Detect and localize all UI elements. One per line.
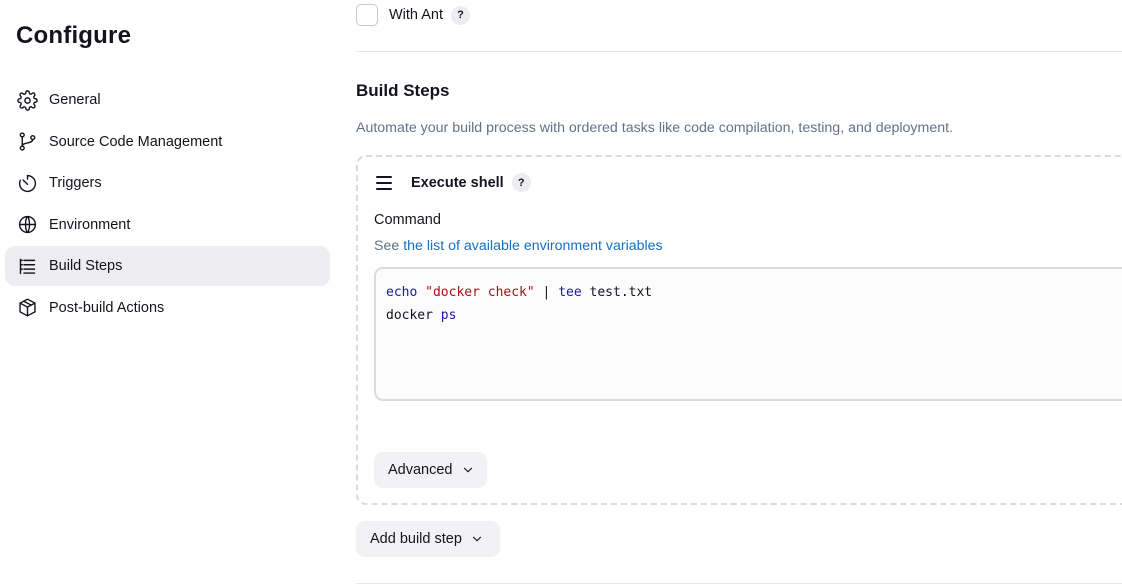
sidebar-item-post-build-actions[interactable]: Post-build Actions [5, 288, 330, 328]
code-token: test.txt [589, 285, 653, 300]
chevron-down-icon [461, 463, 475, 477]
gear-icon [16, 89, 38, 111]
timer-icon [16, 172, 38, 194]
main-content: With Ant ? Build Steps Automate your bui… [356, 0, 1122, 587]
sidebar-item-triggers[interactable]: Triggers [5, 163, 330, 203]
sidebar-item-source-code-management[interactable]: Source Code Management [5, 122, 330, 162]
code-token: docker [386, 308, 433, 323]
build-steps-description: Automate your build process with ordered… [356, 120, 953, 136]
help-icon[interactable]: ? [451, 5, 470, 25]
chevron-down-icon [470, 532, 484, 546]
sidebar-item-build-steps[interactable]: Build Steps [5, 246, 330, 286]
help-icon[interactable]: ? [511, 173, 531, 192]
sidebar-item-label: Triggers [49, 175, 102, 191]
branch-icon [16, 131, 38, 153]
step-title: Execute shell [411, 174, 504, 191]
sidebar-item-label: Build Steps [49, 258, 123, 274]
env-variables-link[interactable]: the list of available environment variab… [403, 238, 663, 254]
drag-handle-icon[interactable] [376, 175, 394, 190]
add-build-step-button[interactable]: Add build step [356, 521, 500, 557]
code-line: docker ps [386, 304, 1122, 327]
sidebar-nav: General Source Code Management Triggers … [5, 80, 330, 329]
sidebar-item-general[interactable]: General [5, 80, 330, 120]
list-icon [16, 255, 38, 277]
package-icon [16, 297, 38, 319]
advanced-button[interactable]: Advanced [374, 452, 487, 488]
add-build-step-label: Add build step [370, 531, 462, 547]
sidebar-item-environment[interactable]: Environment [5, 205, 330, 245]
sidebar-item-label: General [49, 92, 101, 108]
sidebar-item-label: Environment [49, 216, 131, 233]
sidebar-item-label: Post-build Actions [49, 299, 165, 316]
sidebar-item-label: Source Code Management [49, 133, 223, 150]
code-token: "docker check" [425, 285, 535, 300]
code-token: tee [558, 285, 582, 300]
page-title: Configure [16, 22, 132, 49]
code-token: ps [440, 308, 457, 323]
step-header: Execute shell ? [376, 173, 531, 192]
hint-prefix: See [374, 238, 404, 254]
advanced-label: Advanced [388, 462, 453, 478]
build-steps-title: Build Steps [356, 81, 450, 100]
command-editor[interactable]: echo "docker check" | tee test.txt docke… [374, 267, 1122, 401]
section-divider [356, 583, 1122, 584]
with-ant-checkbox[interactable] [356, 4, 378, 26]
code-token: | [542, 285, 551, 300]
code-line: echo "docker check" | tee test.txt [386, 281, 1122, 304]
execute-shell-step: Execute shell ? Command See the list of … [356, 155, 1122, 505]
with-ant-label[interactable]: With Ant [389, 7, 443, 23]
sidebar: Configure General Source Code Management… [0, 0, 340, 587]
command-label: Command [374, 212, 441, 228]
code-token: echo [386, 285, 418, 300]
globe-icon [16, 214, 38, 236]
command-hint: See the list of available environment va… [374, 238, 663, 254]
section-divider [356, 51, 1122, 52]
with-ant-row: With Ant ? [356, 4, 470, 26]
